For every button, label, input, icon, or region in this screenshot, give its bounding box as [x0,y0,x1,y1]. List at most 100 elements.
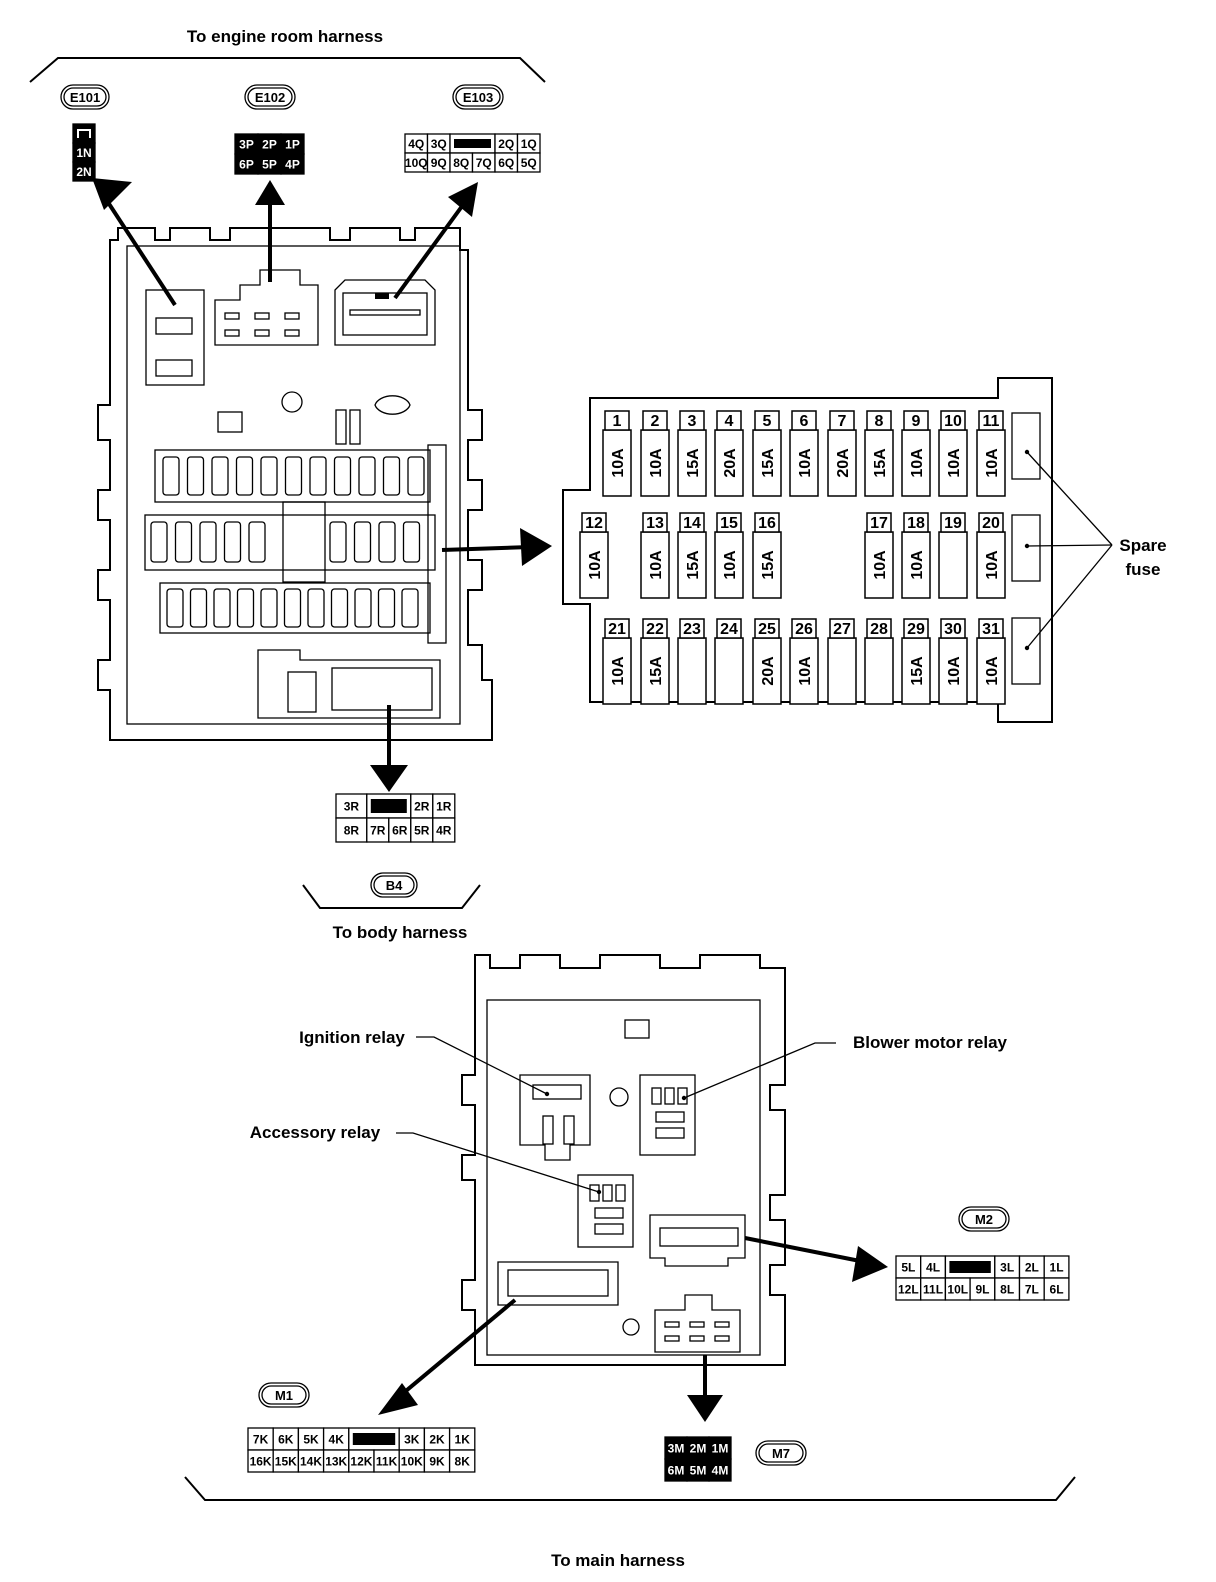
fuse-number: 25 [758,621,776,638]
fuse-slot [677,637,707,705]
fuse-number: 14 [683,515,701,532]
pin-label: 2L [1025,1261,1039,1275]
arrow-to-e103 [393,182,478,300]
fuse-amperage: 20A [722,448,739,478]
fuse-slot [827,429,857,497]
fuse-number: 16 [758,515,776,532]
svg-text:M7: M7 [772,1446,790,1461]
fuse-number-box [791,618,817,639]
pin-label: 12K [350,1455,372,1469]
fuse-block-rear-view [461,954,786,1366]
fuse-number-box [978,512,1004,533]
svg-text:M2: M2 [975,1212,993,1227]
fuse-number: 6 [800,413,809,430]
svg-text:E102: E102 [255,90,285,105]
fuse-slot-outline [353,521,372,563]
pin-label: 5P [262,158,277,172]
fuse-slot [714,637,744,705]
fuse-number-box [679,618,705,639]
fuse-number-box [716,618,742,639]
pin-label: 10Q [405,156,428,170]
fuse-number-box [791,410,817,431]
pin-label: 6M [668,1464,685,1478]
fuse-amperage: 10A [984,656,1001,686]
pin-label: 7K [253,1433,269,1447]
pin-cell [708,1458,732,1482]
fuse-slot-outline [402,521,421,563]
pin-label: 15K [275,1455,297,1469]
fuse-amperage: 15A [648,656,665,686]
pin-label: 7Q [476,156,492,170]
spare-fuse-slots [1011,412,1113,685]
body-harness-label: To body harness [333,923,468,942]
fuse-slot-outline [150,521,168,563]
pin-label: 1Q [521,137,537,151]
fuse-amperage: 10A [648,550,665,580]
fuse-slot [901,429,931,497]
fuse-number: 21 [608,621,626,638]
fuse-slot-outline [199,521,217,563]
fuse-number-box [940,512,966,533]
pin-label: 2N [76,165,91,179]
fuse-number-box [642,618,668,639]
fuse-slot [864,637,894,705]
fuse-amperage: 10A [610,448,627,478]
fuse-slot [789,429,819,497]
fuse-number-box [903,618,929,639]
fuse-slot-outline [329,521,347,563]
fuse-number-box [940,410,966,431]
fuse-number: 18 [907,515,925,532]
fuse-slot [864,429,894,497]
fuse-amperage: 15A [760,448,777,478]
fuse-number-box [679,410,705,431]
pin-label: 2K [429,1433,445,1447]
pin-cell [448,1449,476,1473]
pin-label: 3L [1000,1261,1014,1275]
pin-label: 12L [898,1283,919,1297]
fuse-slot [677,531,707,599]
pin-label: 14K [300,1455,322,1469]
pin-label: 10K [401,1455,423,1469]
fuse-slot-outline [235,456,254,496]
fuse-number-box [940,618,966,639]
pin-label: 5L [901,1261,915,1275]
fuse-number: 24 [720,621,738,638]
fuse-number: 26 [795,621,813,638]
pin-cell [72,161,96,182]
fuse-number: 20 [982,515,1000,532]
pin-label: 7L [1025,1283,1039,1297]
fuse-number: 28 [870,621,888,638]
fuse-number-box [604,410,630,431]
pin-label: 2P [262,138,277,152]
fuse-slot-outline [309,456,327,496]
fuse-slot-outline [248,521,266,563]
svg-text:M1: M1 [275,1388,293,1403]
pin-label: 2R [414,800,430,814]
fuse-slot-outline [377,588,396,628]
connector-tag-m1: M1 [258,1382,310,1408]
connector-tag-e101: E101 [60,84,110,110]
fuse-slot-outline [358,456,376,496]
pin-label: 4P [285,158,300,172]
fuse-number: 10 [944,413,962,430]
pin-label: 6L [1050,1283,1064,1297]
pin-label: 3M [668,1442,685,1456]
fuse-number-box [866,512,892,533]
fuse-amperage: 10A [648,448,665,478]
fuse-slot-outline [223,521,242,563]
ignition-relay-label: Ignition relay [299,1028,405,1047]
fuse-19: 19 [938,512,968,599]
fuse-number-box [866,410,892,431]
fuse-amperage: 10A [984,550,1001,580]
fuse-number-box [716,410,742,431]
